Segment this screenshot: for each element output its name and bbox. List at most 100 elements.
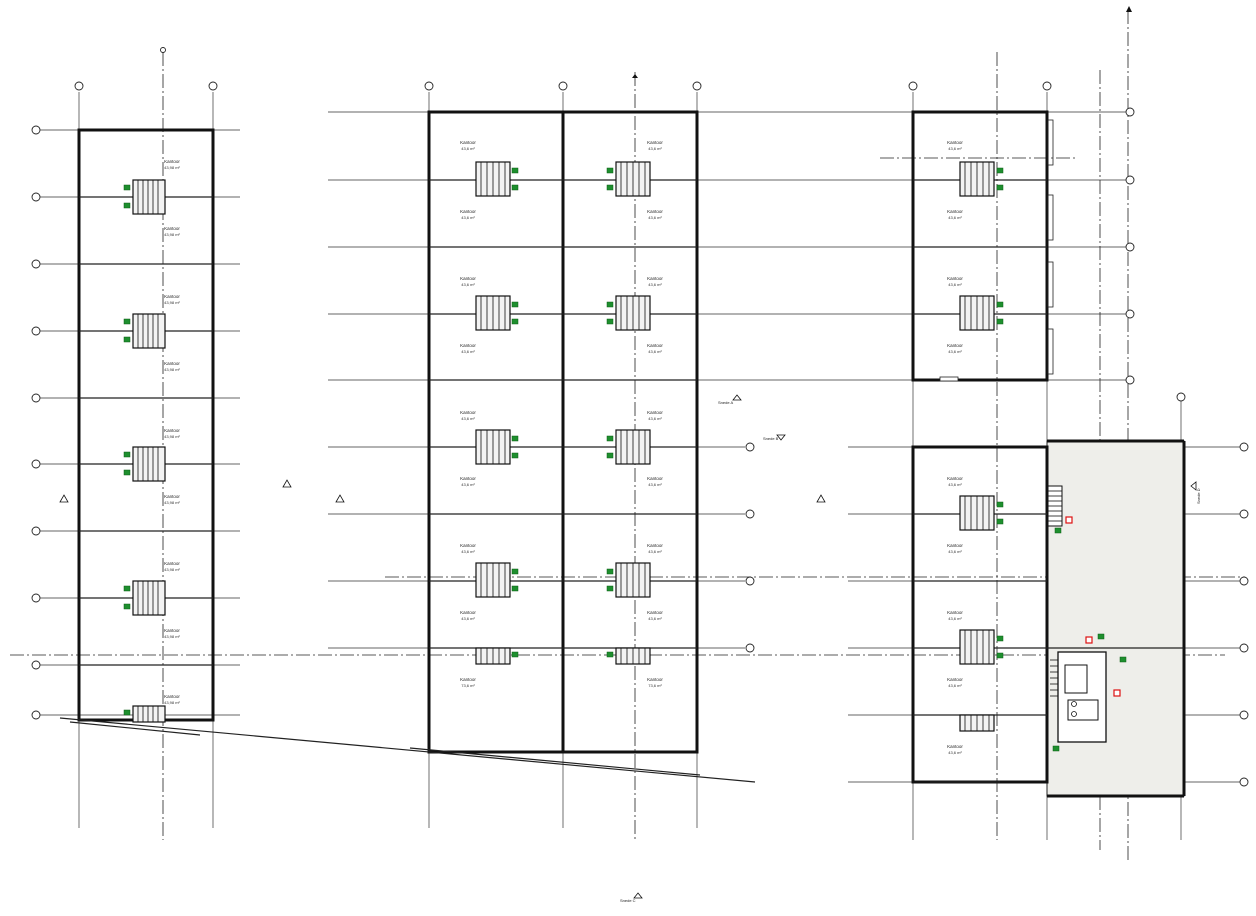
room-label: Kantoor	[164, 694, 180, 699]
room-label: Kantoor	[647, 276, 663, 281]
stair-icon	[123, 313, 166, 349]
room-area: 43,6 m²	[461, 616, 475, 621]
building-c	[911, 110, 1186, 798]
stair-icon	[959, 161, 1004, 197]
room-label: Kantoor	[947, 476, 963, 481]
stair-icon	[475, 295, 519, 331]
section-markers: Snede A Snede B Snede C Snede D	[59, 6, 1201, 903]
stair-icon	[959, 714, 995, 732]
room-area: 43,98 m²	[164, 165, 180, 170]
exit-sign-icon	[1119, 656, 1127, 663]
room-label: Kantoor	[947, 610, 963, 615]
room-area: 43,6 m²	[648, 349, 662, 354]
room-label: Kantoor	[460, 209, 476, 214]
building-a	[77, 128, 215, 722]
room-area: 43,6 m²	[461, 549, 475, 554]
section-arrow-icon	[732, 394, 742, 401]
site-boundary-line	[59, 717, 756, 783]
room-label: Kantoor	[460, 610, 476, 615]
svg-text:Snede A: Snede A	[718, 400, 733, 405]
room-area: 43,6 m²	[461, 282, 475, 287]
room-area: 43,6 m²	[948, 282, 962, 287]
stair-icon	[475, 647, 519, 665]
room-area: 43,6 m²	[461, 349, 475, 354]
stair-icon	[475, 562, 519, 598]
room-area: 43,6 m²	[948, 549, 962, 554]
room-label: Kantoor	[460, 476, 476, 481]
room-label: Kantoor	[947, 343, 963, 348]
hatched-area	[1046, 440, 1185, 797]
room-label: Kantoor	[947, 677, 963, 682]
room-area: 43,6 m²	[461, 416, 475, 421]
stair-icon	[606, 562, 651, 598]
section-arrow-icon	[776, 434, 786, 441]
svg-text:Snede D: Snede D	[1196, 488, 1201, 504]
room-area: 43,98 m²	[164, 634, 180, 639]
room-area: 43,6 m²	[648, 549, 662, 554]
stair-icon	[606, 295, 651, 331]
room-area: 43,6 m²	[948, 616, 962, 621]
room-area: 43,6 m²	[648, 616, 662, 621]
stair-icon	[959, 629, 1004, 665]
room-label: Kantoor	[647, 543, 663, 548]
room-label: Kantoor	[460, 276, 476, 281]
room-labels: Kantoor 43,98 m² Kantoor 43,98 m² Kantoo…	[164, 140, 963, 755]
stair-icon	[475, 161, 519, 197]
north-arrow-icon	[1126, 6, 1132, 12]
fire-extinguisher-icon	[1065, 516, 1073, 524]
room-area: 43,6 m²	[948, 482, 962, 487]
grid-bubbles	[31, 47, 1249, 787]
room-label: Kantoor	[647, 610, 663, 615]
fire-extinguisher-icon	[1085, 636, 1093, 644]
room-area: 43,98 m²	[164, 500, 180, 505]
room-area: 43,6 m²	[648, 416, 662, 421]
section-marker: Snede B	[763, 434, 786, 441]
stair-icon	[959, 495, 1004, 531]
stair-icon	[606, 647, 651, 665]
room-area: 43,6 m²	[461, 146, 475, 151]
stair-icon	[606, 429, 651, 465]
room-area: 43,6 m²	[648, 215, 662, 220]
room-area: 43,6 m²	[648, 482, 662, 487]
room-label: Kantoor	[947, 543, 963, 548]
stair-icon	[123, 580, 166, 616]
room-label: Kantoor	[164, 628, 180, 633]
stair-icon	[123, 179, 166, 215]
north-arrow-icon	[632, 74, 638, 78]
section-arrow-icon	[335, 494, 345, 503]
room-label: Kantoor	[460, 677, 476, 682]
room-area: 43,6 m²	[948, 349, 962, 354]
section-marker: Snede C	[620, 892, 643, 903]
room-label: Kantoor	[947, 209, 963, 214]
room-label: Kantoor	[647, 677, 663, 682]
stair-icon	[123, 446, 166, 482]
stair-blocks	[123, 161, 1127, 752]
room-label: Kantoor	[164, 226, 180, 231]
section-arrow-icon	[633, 892, 643, 899]
stair-icon	[959, 295, 1004, 331]
svg-text:Snede C: Snede C	[620, 898, 636, 903]
room-label: Kantoor	[647, 209, 663, 214]
stair-icon	[606, 161, 651, 197]
room-label: Kantoor	[647, 410, 663, 415]
room-area: 43,6 m²	[461, 215, 475, 220]
room-label: Kantoor	[947, 744, 963, 749]
room-area: 43,6 m²	[648, 282, 662, 287]
room-area: 43,6 m²	[648, 146, 662, 151]
section-arrow-icon	[282, 479, 292, 488]
fire-extinguisher-icon	[1113, 689, 1121, 697]
room-label: Kantoor	[947, 276, 963, 281]
stair-icon	[475, 429, 519, 465]
room-area: 43,6 m²	[948, 215, 962, 220]
room-area: 43,98 m²	[164, 434, 180, 439]
room-area: 43,98 m²	[164, 232, 180, 237]
room-label: Kantoor	[460, 410, 476, 415]
building-b	[427, 110, 699, 754]
exit-sign-icon	[1054, 527, 1062, 534]
svg-text:Snede B: Snede B	[763, 436, 779, 441]
room-label: Kantoor	[164, 494, 180, 499]
room-label: Kantoor	[164, 561, 180, 566]
room-area: 43,98 m²	[164, 700, 180, 705]
room-label: Kantoor	[460, 343, 476, 348]
